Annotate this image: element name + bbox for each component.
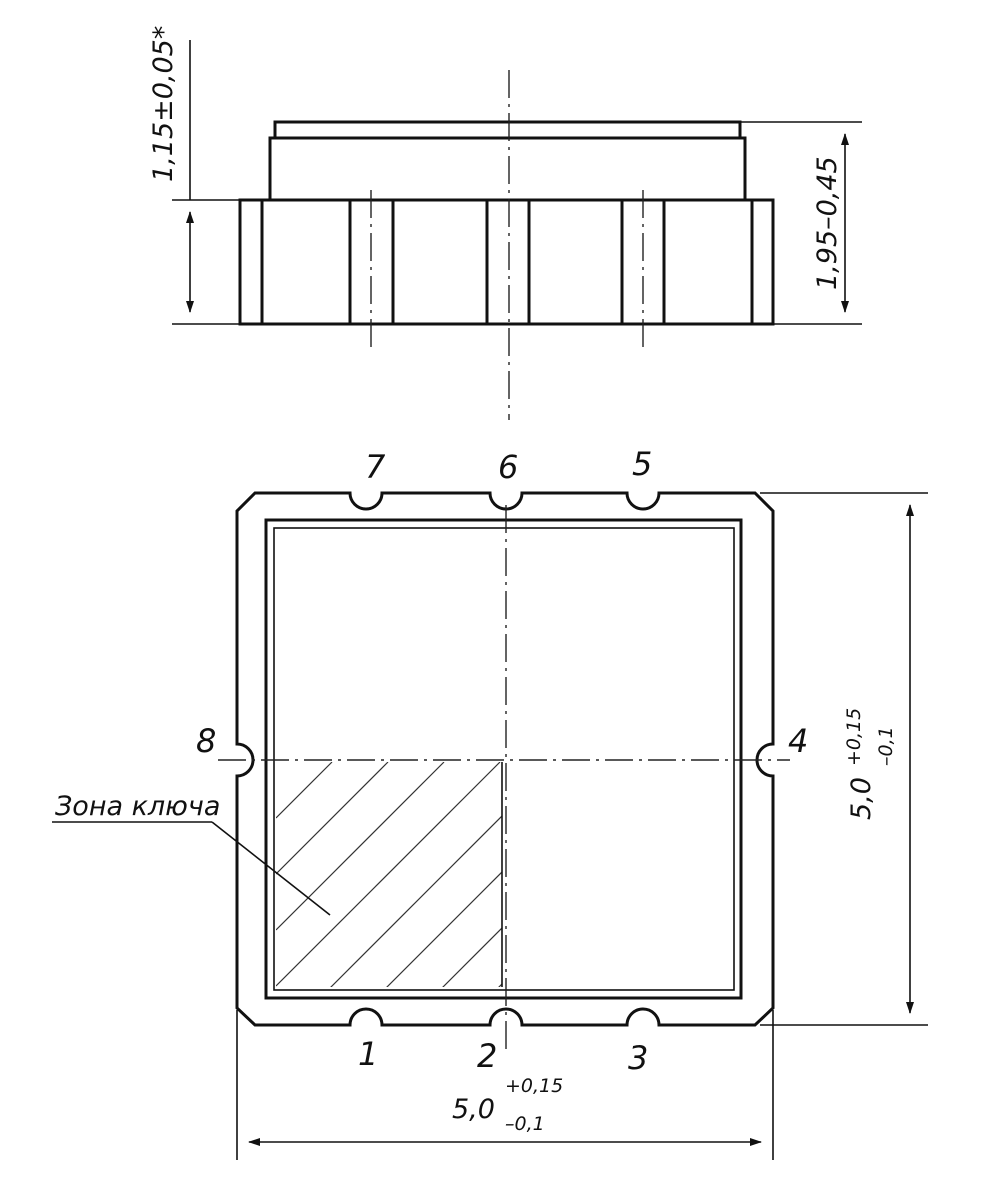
- side-view-body: [238, 198, 775, 326]
- side-length-dimension-nominal: 5,0: [846, 777, 877, 820]
- height-dimension-label: 1,15±0,05*: [148, 26, 179, 182]
- package-outline: [235, 491, 775, 1027]
- width-dimension-nominal: 5,0: [452, 1094, 495, 1125]
- pin-number-8: 8: [196, 722, 216, 760]
- pin-number-5: 5: [632, 445, 652, 483]
- key-zone-hatching: [276, 762, 502, 987]
- top-view: Зона ключа 1 2 3 4 5 6 7 8 5,0 +0,15 –0,…: [52, 445, 928, 1160]
- side-length-dimension-lower: –0,1: [875, 726, 897, 766]
- key-zone-label: Зона ключа: [55, 791, 220, 822]
- side-length-dimension-upper: +0,15: [843, 708, 865, 766]
- pin-number-6: 6: [498, 448, 518, 486]
- pin-number-2: 2: [477, 1037, 497, 1075]
- width-dimension-upper: +0,15: [505, 1075, 563, 1097]
- pin-number-7: 7: [365, 448, 386, 486]
- body-height-dimension-label: 1,95–0,45: [812, 156, 843, 290]
- pin-number-3: 3: [628, 1039, 648, 1077]
- side-view-lid: [268, 136, 747, 202]
- lid-outer-outline: [264, 518, 743, 1000]
- key-zone-leader: [211, 821, 331, 916]
- side-view: 1,15±0,05* 1,95–0,45: [148, 26, 862, 420]
- pin-number-4: 4: [788, 722, 808, 760]
- side-view-lid-plate: [273, 120, 742, 140]
- lid-inner-outline: [273, 527, 735, 991]
- width-dimension-lower: –0,1: [505, 1113, 545, 1135]
- pin-number-1: 1: [358, 1035, 378, 1073]
